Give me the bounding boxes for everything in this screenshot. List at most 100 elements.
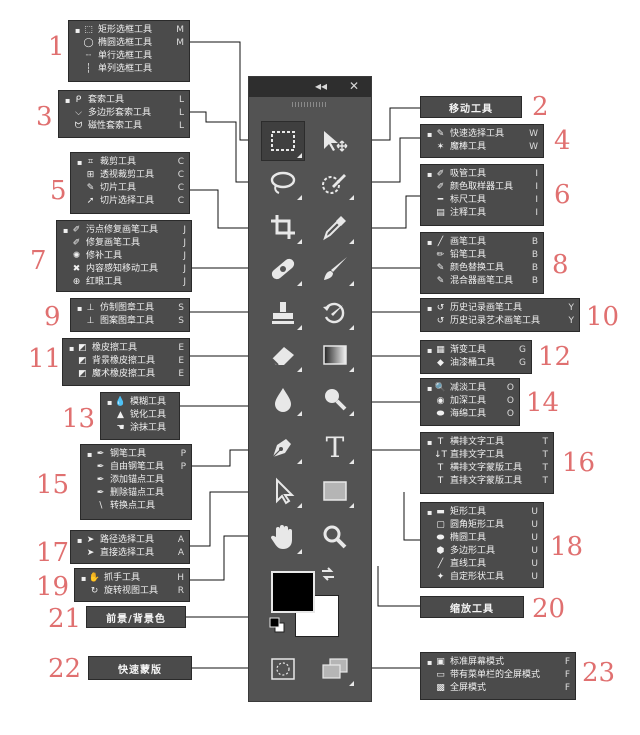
panel-grip[interactable]	[292, 102, 326, 107]
history-brush-tool[interactable]	[313, 293, 357, 333]
spot-healing-tool[interactable]	[261, 249, 305, 289]
zoom-tool[interactable]	[313, 517, 357, 557]
callout-number-17: 17	[36, 538, 70, 568]
quick-mask-button[interactable]	[261, 649, 305, 689]
default-colors-icon[interactable]	[269, 617, 285, 633]
menu-item[interactable]: ▲锐化工具	[107, 409, 174, 422]
move-tool[interactable]	[313, 121, 357, 161]
foreground-color-swatch[interactable]	[271, 571, 315, 613]
blur-tool[interactable]	[261, 379, 305, 419]
lasso-tool[interactable]	[261, 163, 305, 203]
screen-mode-button[interactable]	[313, 649, 357, 689]
convert-point-icon: ∖	[97, 501, 104, 511]
menu-item[interactable]: ▪💧模糊工具	[107, 397, 167, 407]
panel-titlebar[interactable]: ◂◂ ✕	[249, 77, 371, 97]
menu-item[interactable]: ☚涂抹工具	[107, 422, 174, 435]
art-history-brush-icon: ↺	[436, 316, 445, 326]
pen-tool[interactable]	[261, 427, 305, 467]
close-icon[interactable]: ✕	[349, 79, 360, 93]
menu-item[interactable]: ✒添加锚点工具	[87, 474, 186, 487]
quick-select-tool[interactable]	[313, 163, 357, 203]
collapse-icon[interactable]: ◂◂	[315, 79, 328, 93]
hand-tool[interactable]	[261, 517, 305, 557]
type-tool[interactable]: T	[313, 427, 357, 467]
rect-marquee-tool[interactable]	[261, 121, 305, 161]
menu-item[interactable]: ┈单行选框工具	[75, 50, 184, 63]
menu-item[interactable]: ✒删除锚点工具	[87, 487, 186, 500]
eyedropper-tool[interactable]	[313, 207, 357, 247]
gradient-tool[interactable]	[313, 335, 357, 375]
sponge-icon: ⬬	[436, 409, 445, 419]
shape-tool[interactable]	[313, 471, 357, 511]
swap-colors-icon[interactable]	[319, 565, 337, 583]
type-icon: T	[325, 430, 345, 464]
brush-tool[interactable]	[313, 249, 357, 289]
eraser-tool[interactable]	[261, 335, 305, 375]
path-select-tool[interactable]	[261, 471, 305, 511]
crop-tool[interactable]	[261, 207, 305, 247]
menu-item[interactable]: ┆单列选框工具	[75, 63, 184, 76]
ruler-icon: ━	[437, 195, 444, 205]
menu-item[interactable]: ∖转换点工具	[87, 500, 186, 513]
paint-bucket-icon: ◆	[437, 358, 444, 368]
clone-stamp-tool[interactable]	[261, 293, 305, 333]
dodge-tool[interactable]	[313, 379, 357, 419]
